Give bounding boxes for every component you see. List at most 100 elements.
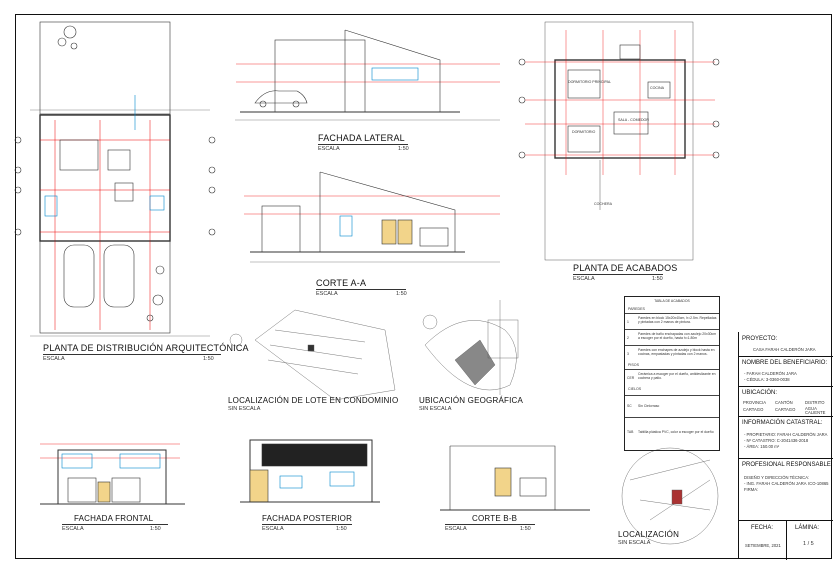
table-row: CER Cerámica a escoger por el dueño, ant… [625, 369, 719, 386]
title-fachada-frontal: FACHADA FRONTAL [74, 514, 154, 523]
sheet-label: LÁMINA: [795, 525, 820, 531]
finish-desc: Paredes en block 15x20x40cm, h=2.5m. Rep… [638, 316, 717, 324]
title-block: PROYECTO: CASA FARAH CALDERÓN JARA NOMBR… [738, 332, 833, 560]
date-label: FECHA: [751, 525, 774, 531]
table-row: TAB Tablilla plástica PVC, color a escog… [625, 417, 719, 448]
scale-value: 1:50 [398, 146, 409, 152]
scale-value: 1:50 [520, 526, 531, 532]
finish-code: 2 [627, 336, 629, 340]
signature-label: FIRMA: [744, 487, 759, 492]
beneficiary-id: - CÉDULA: 3-0360-0038 [744, 377, 790, 382]
beneficiary-name: - FARAH CALDERÓN JARA [744, 371, 797, 376]
table-row: SC Sin Cielorraso [625, 395, 719, 418]
scale-label: ESCALA [43, 356, 65, 362]
front-elevation [40, 443, 185, 505]
scale-label: SIN ESCALA [228, 406, 261, 412]
room-label-main-bedroom: DORMITORIO PRINCIPAL [568, 80, 611, 84]
scale-value: 1:50 [652, 276, 663, 282]
title-block-footer: FECHA: SETIEMBRE, 2021 LÁMINA: 1 / 5 [739, 520, 833, 560]
finishes-section: CIELOS [628, 387, 642, 391]
cadastral-area: - ÁREA: 150.00 m² [744, 444, 780, 449]
scale-label: ESCALA [445, 526, 467, 532]
title-fachada-posterior: FACHADA POSTERIOR [262, 514, 353, 523]
table-row: 2 Paredes de baño enchapadas con azulejo… [625, 329, 719, 346]
finish-code: 1 [627, 320, 629, 324]
section-bb [440, 445, 590, 511]
project-label: PROYECTO: [742, 336, 778, 342]
scale-label: ESCALA [318, 146, 340, 152]
scale-label: ESCALA [262, 526, 284, 532]
finish-code: CER [627, 376, 635, 380]
finishes-plan [518, 21, 720, 261]
finishes-section: PAREDES [628, 307, 645, 311]
finishes-table: TABLA DE ACABADOS PAREDES 1 Paredes en b… [624, 296, 720, 451]
professional-name: - ING. FARAH CALDERÓN JARA [744, 481, 807, 486]
title-underline [318, 144, 408, 145]
title-corte-aa: CORTE A-A [316, 278, 367, 288]
scale-label: ESCALA [316, 291, 338, 297]
footer-divider [786, 521, 787, 560]
scale-label: ESCALA [573, 276, 595, 282]
title-block-beneficiary: NOMBRE DEL BENEFICIARIO: - FARAH CALDERÓ… [739, 356, 833, 386]
finish-desc: Paredes con enchapes de azulejo y block … [638, 348, 715, 356]
side-elevation [235, 29, 500, 121]
title-block-cadastral: INFORMACIÓN CATASTRAL: - PROPIETARIO: FA… [739, 416, 833, 458]
floor-plan-distribution [14, 21, 216, 337]
date-value: SETIEMBRE, 2021 [745, 543, 781, 548]
scale-label: SIN ESCALA [618, 540, 651, 546]
finish-code: 3 [627, 352, 629, 356]
professional-code: ICO-10865 [808, 481, 829, 486]
location-value-canton: CARTAGO [775, 407, 796, 412]
table-row: 1 Paredes en block 15x20x40cm, h=2.5m. R… [625, 313, 719, 330]
rear-elevation [240, 439, 380, 503]
professional-label: PROFESIONAL RESPONSABLE: [742, 462, 833, 468]
title-planta-distribucion: PLANTA DE DISTRIBUCIÓN ARQUITECTÓNICA [43, 343, 249, 353]
location-header-canton: CANTÓN [775, 400, 793, 405]
project-value: CASA FARAH CALDERÓN JARA [753, 347, 816, 352]
finish-code: TAB [627, 430, 634, 434]
finish-desc: Paredes de baño enchapadas con azulejo 2… [638, 332, 717, 340]
title-block-professional: PROFESIONAL RESPONSABLE: DISEÑO Y DIRECC… [739, 458, 833, 520]
scale-value: 1:50 [203, 356, 214, 362]
finish-desc: Cerámica a escoger por el dueño, antides… [638, 372, 716, 380]
cadastral-number: - Nº CATASTRO: C-2041436-2018 [744, 438, 809, 443]
scale-label: SIN ESCALA [419, 406, 452, 412]
cadastral-label: INFORMACIÓN CATASTRAL: [742, 420, 823, 426]
location-header-district: DISTRITO [805, 400, 825, 405]
location-header-province: PROVINCIA [743, 400, 767, 405]
table-row: 3 Paredes con enchapes de azulejo y bloc… [625, 345, 719, 362]
title-block-project: PROYECTO: CASA FARAH CALDERÓN JARA [739, 332, 833, 356]
title-localizacion-lote: LOCALIZACIÓN DE LOTE EN CONDOMINIO [228, 396, 399, 405]
title-fachada-lateral: FACHADA LATERAL [318, 133, 405, 143]
title-localizacion: LOCALIZACIÓN [618, 530, 680, 539]
title-underline [62, 524, 168, 525]
scale-label: ESCALA [62, 526, 84, 532]
professional-role: DISEÑO Y DIRECCIÓN TÉCNICA: [744, 475, 810, 480]
title-block-location: UBICACIÓN: PROVINCIA CANTÓN DISTRITO CAR… [739, 386, 833, 416]
finishes-table-title: TABLA DE ACABADOS [654, 299, 690, 303]
title-corte-bb: CORTE B-B [472, 514, 518, 523]
finish-desc: Tablilla plástica PVC, color a escoger p… [638, 430, 714, 434]
title-underline [316, 289, 406, 290]
geographic-location-map [422, 300, 519, 395]
condominium-lot-plan [229, 309, 396, 401]
room-label-kitchen: COCINA [650, 86, 664, 90]
location-label: UBICACIÓN: [742, 390, 778, 396]
scale-value: 1:50 [396, 291, 407, 297]
finishes-section: PISOS [628, 363, 639, 367]
section-aa [244, 171, 500, 263]
title-underline [573, 274, 663, 275]
scale-value: 1:50 [336, 526, 347, 532]
sheet-value: 1 / 5 [803, 541, 814, 547]
title-underline [43, 354, 221, 355]
sheet-frame [15, 14, 832, 559]
title-planta-acabados: PLANTA DE ACABADOS [573, 263, 678, 273]
location-map [621, 447, 719, 545]
finish-code: SC [627, 404, 632, 408]
room-label-garage: COCHERA [594, 202, 612, 206]
location-value-province: CARTAGO [743, 407, 764, 412]
title-underline [445, 524, 535, 525]
room-label-bedroom: DORMITORIO [572, 130, 596, 134]
